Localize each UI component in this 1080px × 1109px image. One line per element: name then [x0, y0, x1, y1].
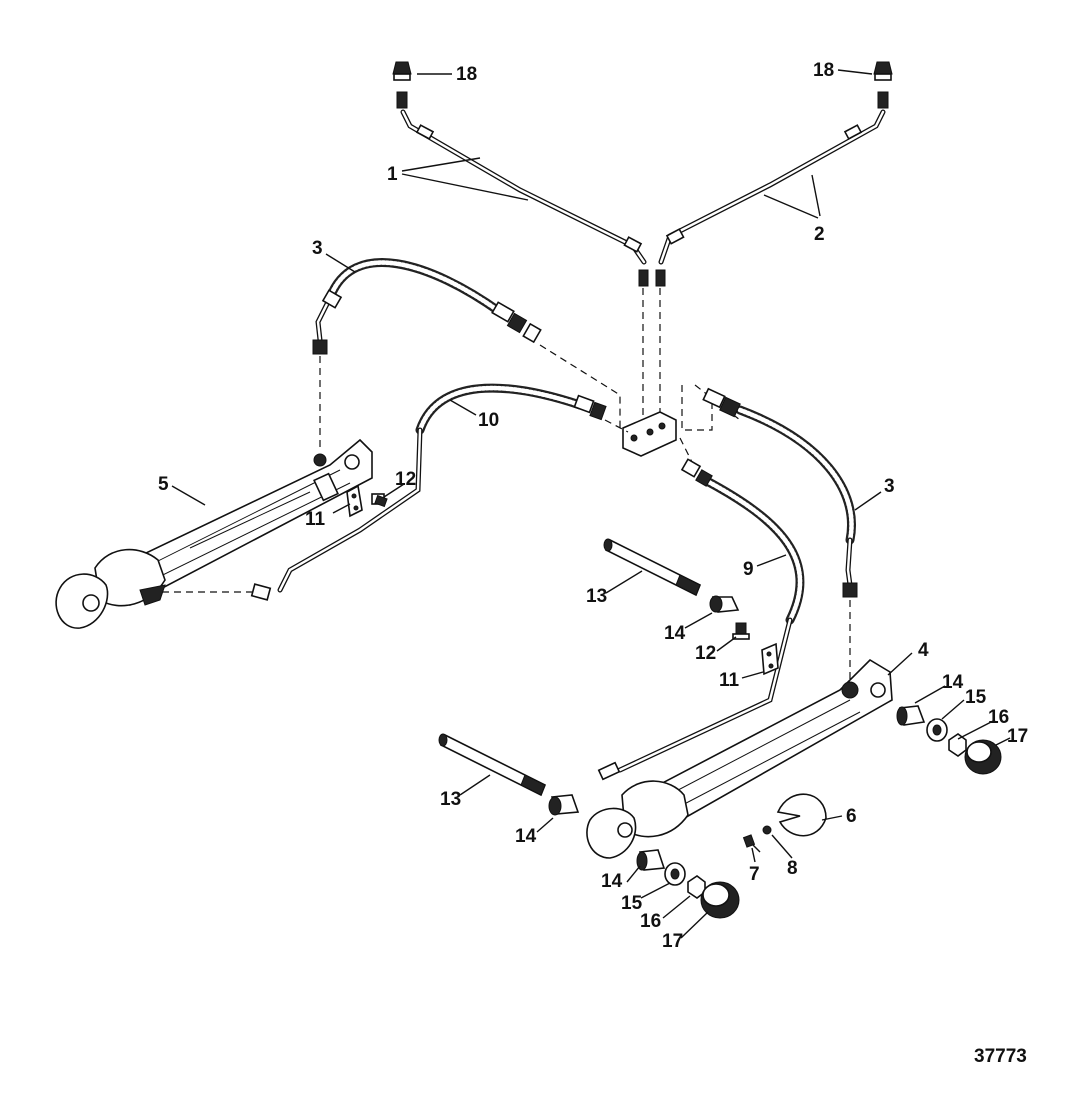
- callout-16-bottom: 16: [640, 911, 661, 932]
- hose-9: [597, 458, 805, 781]
- callout-10: 10: [478, 410, 499, 431]
- hose-3-left: [312, 258, 542, 355]
- leader-lines: [171, 69, 1011, 939]
- tube-13-lower: [438, 733, 547, 797]
- figure-number: 37773: [974, 1046, 1027, 1067]
- fitting-18-right: [873, 61, 893, 109]
- washer-8: [762, 825, 772, 835]
- callout-3-left: 3: [312, 238, 323, 259]
- cylinder-5: [55, 438, 373, 629]
- callout-11-right: 11: [719, 670, 740, 691]
- screw-12-right: [732, 622, 750, 640]
- manifold-block: [622, 411, 677, 457]
- tube-13-upper: [603, 538, 702, 597]
- screw-7: [742, 834, 761, 853]
- callout-14-lower: 14: [515, 826, 537, 847]
- bushing-14-upper: [709, 595, 740, 613]
- callout-17-bottom: 17: [662, 931, 683, 952]
- callout-18-left: 18: [456, 64, 477, 85]
- callout-14-bottom: 14: [601, 871, 623, 892]
- cap-17-bottom: [700, 881, 740, 919]
- callout-14-upper: 14: [664, 623, 686, 644]
- callout-12-left: 12: [395, 469, 416, 490]
- callout-17-right: 17: [1007, 726, 1028, 747]
- callout-15-bottom: 15: [621, 893, 643, 914]
- washer-15-bottom: [664, 862, 686, 886]
- bushing-14-bottom: [636, 849, 666, 871]
- callout-16-right: 16: [988, 707, 1009, 728]
- clip-11-left: [346, 484, 363, 518]
- callout-13-upper: 13: [586, 586, 607, 607]
- callout-1: 1: [387, 164, 398, 185]
- callout-6: 6: [846, 806, 857, 827]
- callout-11-left: 11: [305, 509, 326, 530]
- callout-14-right: 14: [942, 672, 964, 693]
- callout-3-right: 3: [884, 476, 895, 497]
- hydraulic-line-1: [400, 109, 649, 287]
- callout-4: 4: [918, 640, 929, 661]
- callout-2: 2: [814, 224, 825, 245]
- washer-15-right: [926, 718, 948, 742]
- hydraulic-line-2: [655, 109, 886, 287]
- cap-17-right: [964, 739, 1002, 775]
- hose-3-right: [702, 387, 858, 598]
- hose-10: [250, 383, 607, 601]
- bushing-14-right: [896, 705, 926, 726]
- callout-18-right: 18: [813, 60, 834, 81]
- clip-11-right: [761, 642, 779, 676]
- callout-9: 9: [743, 559, 754, 580]
- callout-15-right: 15: [965, 687, 987, 708]
- screw-12-left: [371, 493, 388, 508]
- bushing-14-lower: [548, 794, 580, 816]
- callout-7: 7: [749, 864, 760, 885]
- guard-6: [776, 793, 827, 837]
- cylinder-4: [586, 658, 893, 859]
- callout-8: 8: [787, 858, 798, 879]
- nut-16-right: [948, 733, 967, 757]
- callout-labels: 18 18 1 2 3 3 10 5 11 12 9 13 14 12 11 4…: [158, 60, 1028, 952]
- fitting-18-left: [392, 61, 412, 109]
- callout-12-right: 12: [695, 643, 716, 664]
- callout-5: 5: [158, 474, 169, 495]
- callout-13-lower: 13: [440, 789, 461, 810]
